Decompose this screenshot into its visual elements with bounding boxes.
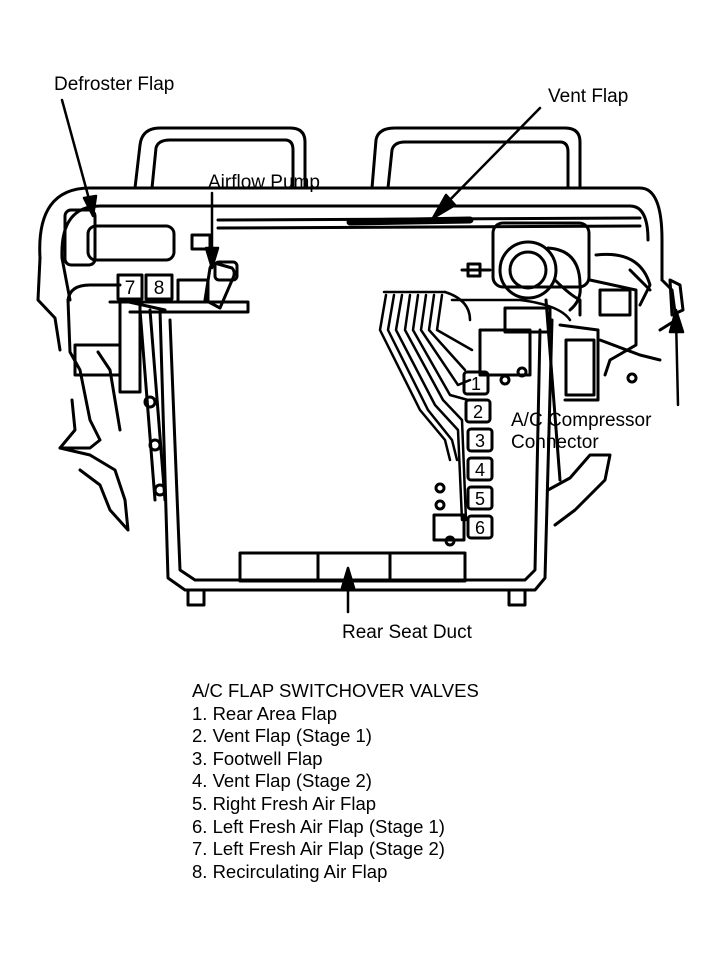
main-box-walls [158, 308, 554, 607]
rear-seat-duct-grille [238, 551, 467, 583]
airflow-pump [460, 221, 591, 317]
valve-box-7: 7 [116, 273, 144, 301]
valve-box-5: 5 [466, 485, 494, 511]
valve-number-1: 1 [471, 374, 481, 394]
legend-item-2: 2. Vent Flap (Stage 1) [192, 725, 372, 747]
top-housing-bumps [133, 126, 582, 190]
valve-box-4: 4 [466, 456, 494, 482]
valve-number-2: 2 [473, 402, 483, 422]
valve-number-3: 3 [475, 431, 485, 451]
airflow-pump-arrow [204, 191, 220, 270]
vent-flap-bar [216, 216, 642, 230]
rear-seat-duct-arrow [340, 566, 356, 614]
defroster-flap-arrow [60, 98, 98, 218]
legend-item-8: 8. Recirculating Air Flap [192, 860, 388, 882]
legend-item-3: 3. Footwell Flap [192, 747, 323, 769]
valve-number-8: 8 [154, 278, 165, 299]
legend-item-6: 6. Left Fresh Air Flap (Stage 1) [192, 815, 445, 837]
valve-number-7: 7 [125, 278, 136, 299]
valve-box-6: 6 [466, 514, 494, 540]
vent-flap-arrow [431, 106, 542, 220]
vent-flap-label: Vent Flap [548, 86, 629, 107]
valve-number-6: 6 [475, 518, 485, 538]
legend-title: A/C FLAP SWITCHOVER VALVES [192, 680, 479, 701]
valve-box-3: 3 [466, 427, 494, 453]
left-side-housing [58, 283, 167, 532]
valve-number-5: 5 [475, 489, 485, 509]
valve-legend: A/C FLAP SWITCHOVER VALVES 1. Rear Area … [192, 680, 479, 883]
valve-box-8: 8 [144, 273, 174, 301]
ac-connector-arrow [668, 308, 685, 407]
valve-box-1: 1 [462, 370, 490, 396]
legend-item-5: 5. Right Fresh Air Flap [192, 792, 377, 814]
valve-bank [432, 306, 552, 547]
housing-outline [36, 186, 678, 352]
valve-number-4: 4 [475, 460, 485, 480]
valve-box-2: 2 [464, 398, 492, 424]
right-side-housing [544, 252, 685, 527]
legend-item-7: 7. Left Fresh Air Flap (Stage 2) [192, 838, 445, 860]
defroster-flap-label: Defroster Flap [54, 74, 175, 95]
legend-item-4: 4. Vent Flap (Stage 2) [192, 770, 372, 792]
legend-item-1: 1. Rear Area Flap [192, 702, 337, 724]
leader-arrows [60, 98, 685, 614]
rear-seat-duct-label: Rear Seat Duct [342, 622, 472, 643]
ac-compressor-connector-label-line2: Connector [511, 432, 599, 453]
airflow-pump-label: Airflow Pump [208, 172, 320, 193]
ac-compressor-connector-label-line1: A/C Compressor [511, 410, 652, 431]
